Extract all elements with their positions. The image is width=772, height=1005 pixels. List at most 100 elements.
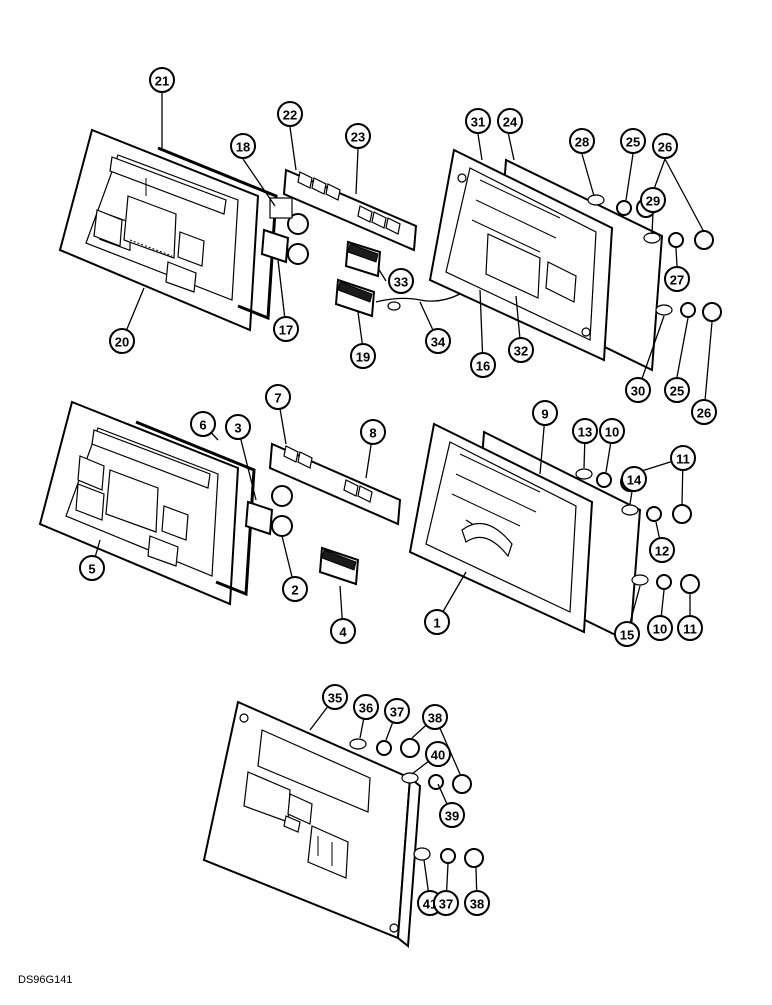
callout-label: 37 bbox=[439, 897, 453, 912]
callout-12: 12 bbox=[649, 537, 675, 563]
bulbs-bottom bbox=[349, 738, 484, 868]
callout-29: 29 bbox=[640, 187, 666, 213]
callout-3: 3 bbox=[225, 414, 251, 440]
callout-label: 33 bbox=[394, 275, 408, 290]
callout-label: 22 bbox=[283, 108, 297, 123]
switch-board-7-8 bbox=[268, 442, 402, 526]
callout-35: 35 bbox=[322, 684, 348, 710]
bezel-20 bbox=[58, 128, 260, 332]
lamp-holder-17-18 bbox=[260, 197, 309, 265]
callout-label: 9 bbox=[541, 407, 548, 422]
callout-26: 26 bbox=[652, 133, 678, 159]
callout-label: 20 bbox=[115, 335, 129, 350]
callout-22: 22 bbox=[277, 101, 303, 127]
lamp-holder-2-3 bbox=[244, 485, 293, 537]
callout-label: 40 bbox=[431, 748, 445, 763]
callout-28: 28 bbox=[569, 128, 595, 154]
callout-label: 29 bbox=[646, 194, 660, 209]
callout-10: 10 bbox=[599, 418, 625, 444]
callout-33: 33 bbox=[388, 268, 414, 294]
callout-37: 37 bbox=[433, 890, 459, 916]
callout-label: 6 bbox=[199, 418, 206, 433]
callout-label: 23 bbox=[351, 130, 365, 145]
callout-label: 15 bbox=[620, 628, 634, 643]
callout-label: 35 bbox=[328, 691, 342, 706]
callout-20: 20 bbox=[109, 328, 135, 354]
callout-11: 11 bbox=[670, 445, 696, 471]
relay-33 bbox=[344, 240, 382, 278]
callout-label: 14 bbox=[627, 473, 642, 488]
callout-14: 14 bbox=[621, 466, 647, 492]
callout-18: 18 bbox=[230, 133, 256, 159]
callout-label: 21 bbox=[155, 74, 169, 89]
callout-label: 34 bbox=[431, 335, 446, 350]
callout-5: 5 bbox=[79, 555, 105, 581]
callout-label: 4 bbox=[339, 625, 347, 640]
callout-label: 31 bbox=[471, 115, 485, 130]
panel-35 bbox=[202, 700, 422, 948]
gasket-6 bbox=[135, 420, 256, 597]
callout-label: 38 bbox=[428, 711, 442, 726]
callout-label: 3 bbox=[234, 421, 241, 436]
callout-label: 16 bbox=[476, 359, 490, 374]
callout-16: 16 bbox=[470, 352, 496, 378]
bezel-5 bbox=[38, 400, 240, 606]
bulbs-middle bbox=[575, 468, 700, 594]
callout-label: 1 bbox=[433, 616, 440, 631]
callout-21: 21 bbox=[149, 67, 175, 93]
callout-label: 7 bbox=[274, 391, 281, 406]
callout-39: 39 bbox=[439, 802, 465, 828]
callout-11: 11 bbox=[677, 615, 703, 641]
callout-label: 17 bbox=[279, 323, 293, 338]
callout-27: 27 bbox=[664, 266, 690, 292]
callout-label: 38 bbox=[470, 897, 484, 912]
bottom-assembly bbox=[202, 700, 484, 948]
callout-10: 10 bbox=[647, 615, 673, 641]
callout-24: 24 bbox=[497, 108, 523, 134]
callout-label: 18 bbox=[236, 140, 250, 155]
callout-25: 25 bbox=[664, 377, 690, 403]
callout-31: 31 bbox=[465, 108, 491, 134]
callout-label: 12 bbox=[655, 544, 669, 559]
callout-label: 25 bbox=[670, 384, 684, 399]
callout-7: 7 bbox=[265, 384, 291, 410]
callout-38: 38 bbox=[422, 704, 448, 730]
housing-1-9 bbox=[408, 422, 642, 644]
middle-assembly bbox=[38, 400, 700, 644]
callout-8: 8 bbox=[360, 419, 386, 445]
callout-label: 26 bbox=[658, 140, 672, 155]
callout-26: 26 bbox=[691, 399, 717, 425]
callout-15: 15 bbox=[614, 621, 640, 647]
callout-32: 32 bbox=[508, 337, 534, 363]
drawing-code: DS96G141 bbox=[18, 974, 73, 986]
callout-label: 39 bbox=[445, 809, 459, 824]
callout-4: 4 bbox=[330, 618, 356, 644]
callout-19: 19 bbox=[350, 343, 376, 369]
callout-label: 37 bbox=[390, 705, 404, 720]
callout-2: 2 bbox=[282, 576, 308, 602]
callout-label: 27 bbox=[670, 273, 684, 288]
callout-label: 28 bbox=[575, 135, 589, 150]
callout-label: 8 bbox=[369, 426, 376, 441]
callout-9: 9 bbox=[532, 400, 558, 426]
callout-label: 11 bbox=[676, 452, 690, 467]
callout-25: 25 bbox=[620, 128, 646, 154]
relay-4 bbox=[318, 546, 360, 586]
callout-label: 19 bbox=[356, 350, 370, 365]
callout-label: 32 bbox=[514, 344, 528, 359]
callout-38: 38 bbox=[464, 890, 490, 916]
callout-17: 17 bbox=[273, 316, 299, 342]
callout-label: 13 bbox=[578, 425, 592, 440]
callout-1: 1 bbox=[424, 609, 450, 635]
callout-34: 34 bbox=[425, 328, 451, 354]
callout-label: 10 bbox=[605, 425, 619, 440]
callout-label: 5 bbox=[88, 562, 95, 577]
callout-label: 11 bbox=[683, 622, 697, 637]
relay-19 bbox=[334, 278, 376, 318]
callout-40: 40 bbox=[425, 741, 451, 767]
callout-36: 36 bbox=[353, 694, 379, 720]
callout-label: 25 bbox=[626, 135, 640, 150]
callout-37: 37 bbox=[384, 698, 410, 724]
